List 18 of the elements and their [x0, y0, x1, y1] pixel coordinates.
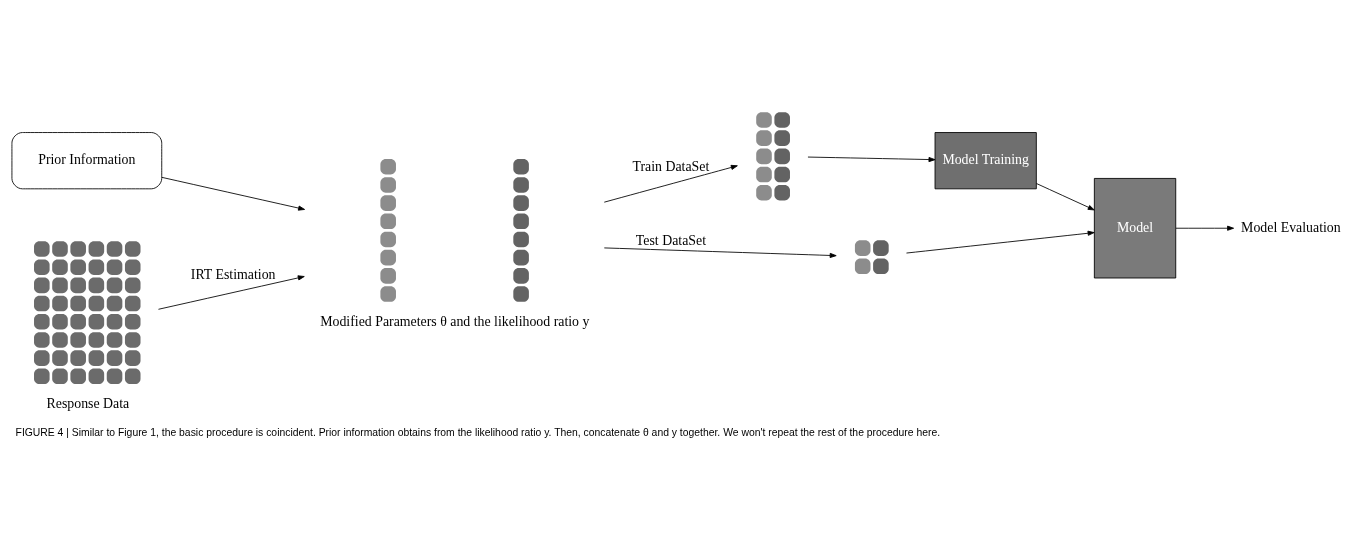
- node-label: Modified Parameters θ and the likelihood ratio y: [320, 313, 590, 329]
- arrow: [807, 156, 936, 162]
- arrow: [603, 164, 738, 203]
- node-box: Prior Information: [11, 131, 163, 189]
- node-box: Model Training: [934, 131, 1037, 189]
- arrow: [161, 176, 306, 211]
- arrow: [1036, 182, 1095, 210]
- node-text: Model Evaluation: [1241, 219, 1341, 235]
- edge-label: Test DataSet: [635, 232, 706, 247]
- arrow: [158, 274, 305, 310]
- edge-label: Train DataSet: [632, 158, 710, 174]
- arrow: [1175, 225, 1235, 231]
- caption: FIGURE 4 | Similar to Figure 1, the basic procedure is coincident. Prior information obtains from the likelihood ratio y. Then, concatenate θ and y together. We won't repeat the rest of the procedure here.: [15, 426, 941, 438]
- node-box: Model: [1093, 177, 1177, 278]
- arrow: [906, 230, 1095, 253]
- node-label: Response Data: [46, 395, 130, 411]
- edge-label: IRT Estimation: [190, 266, 276, 282]
- arrow: [603, 246, 837, 258]
